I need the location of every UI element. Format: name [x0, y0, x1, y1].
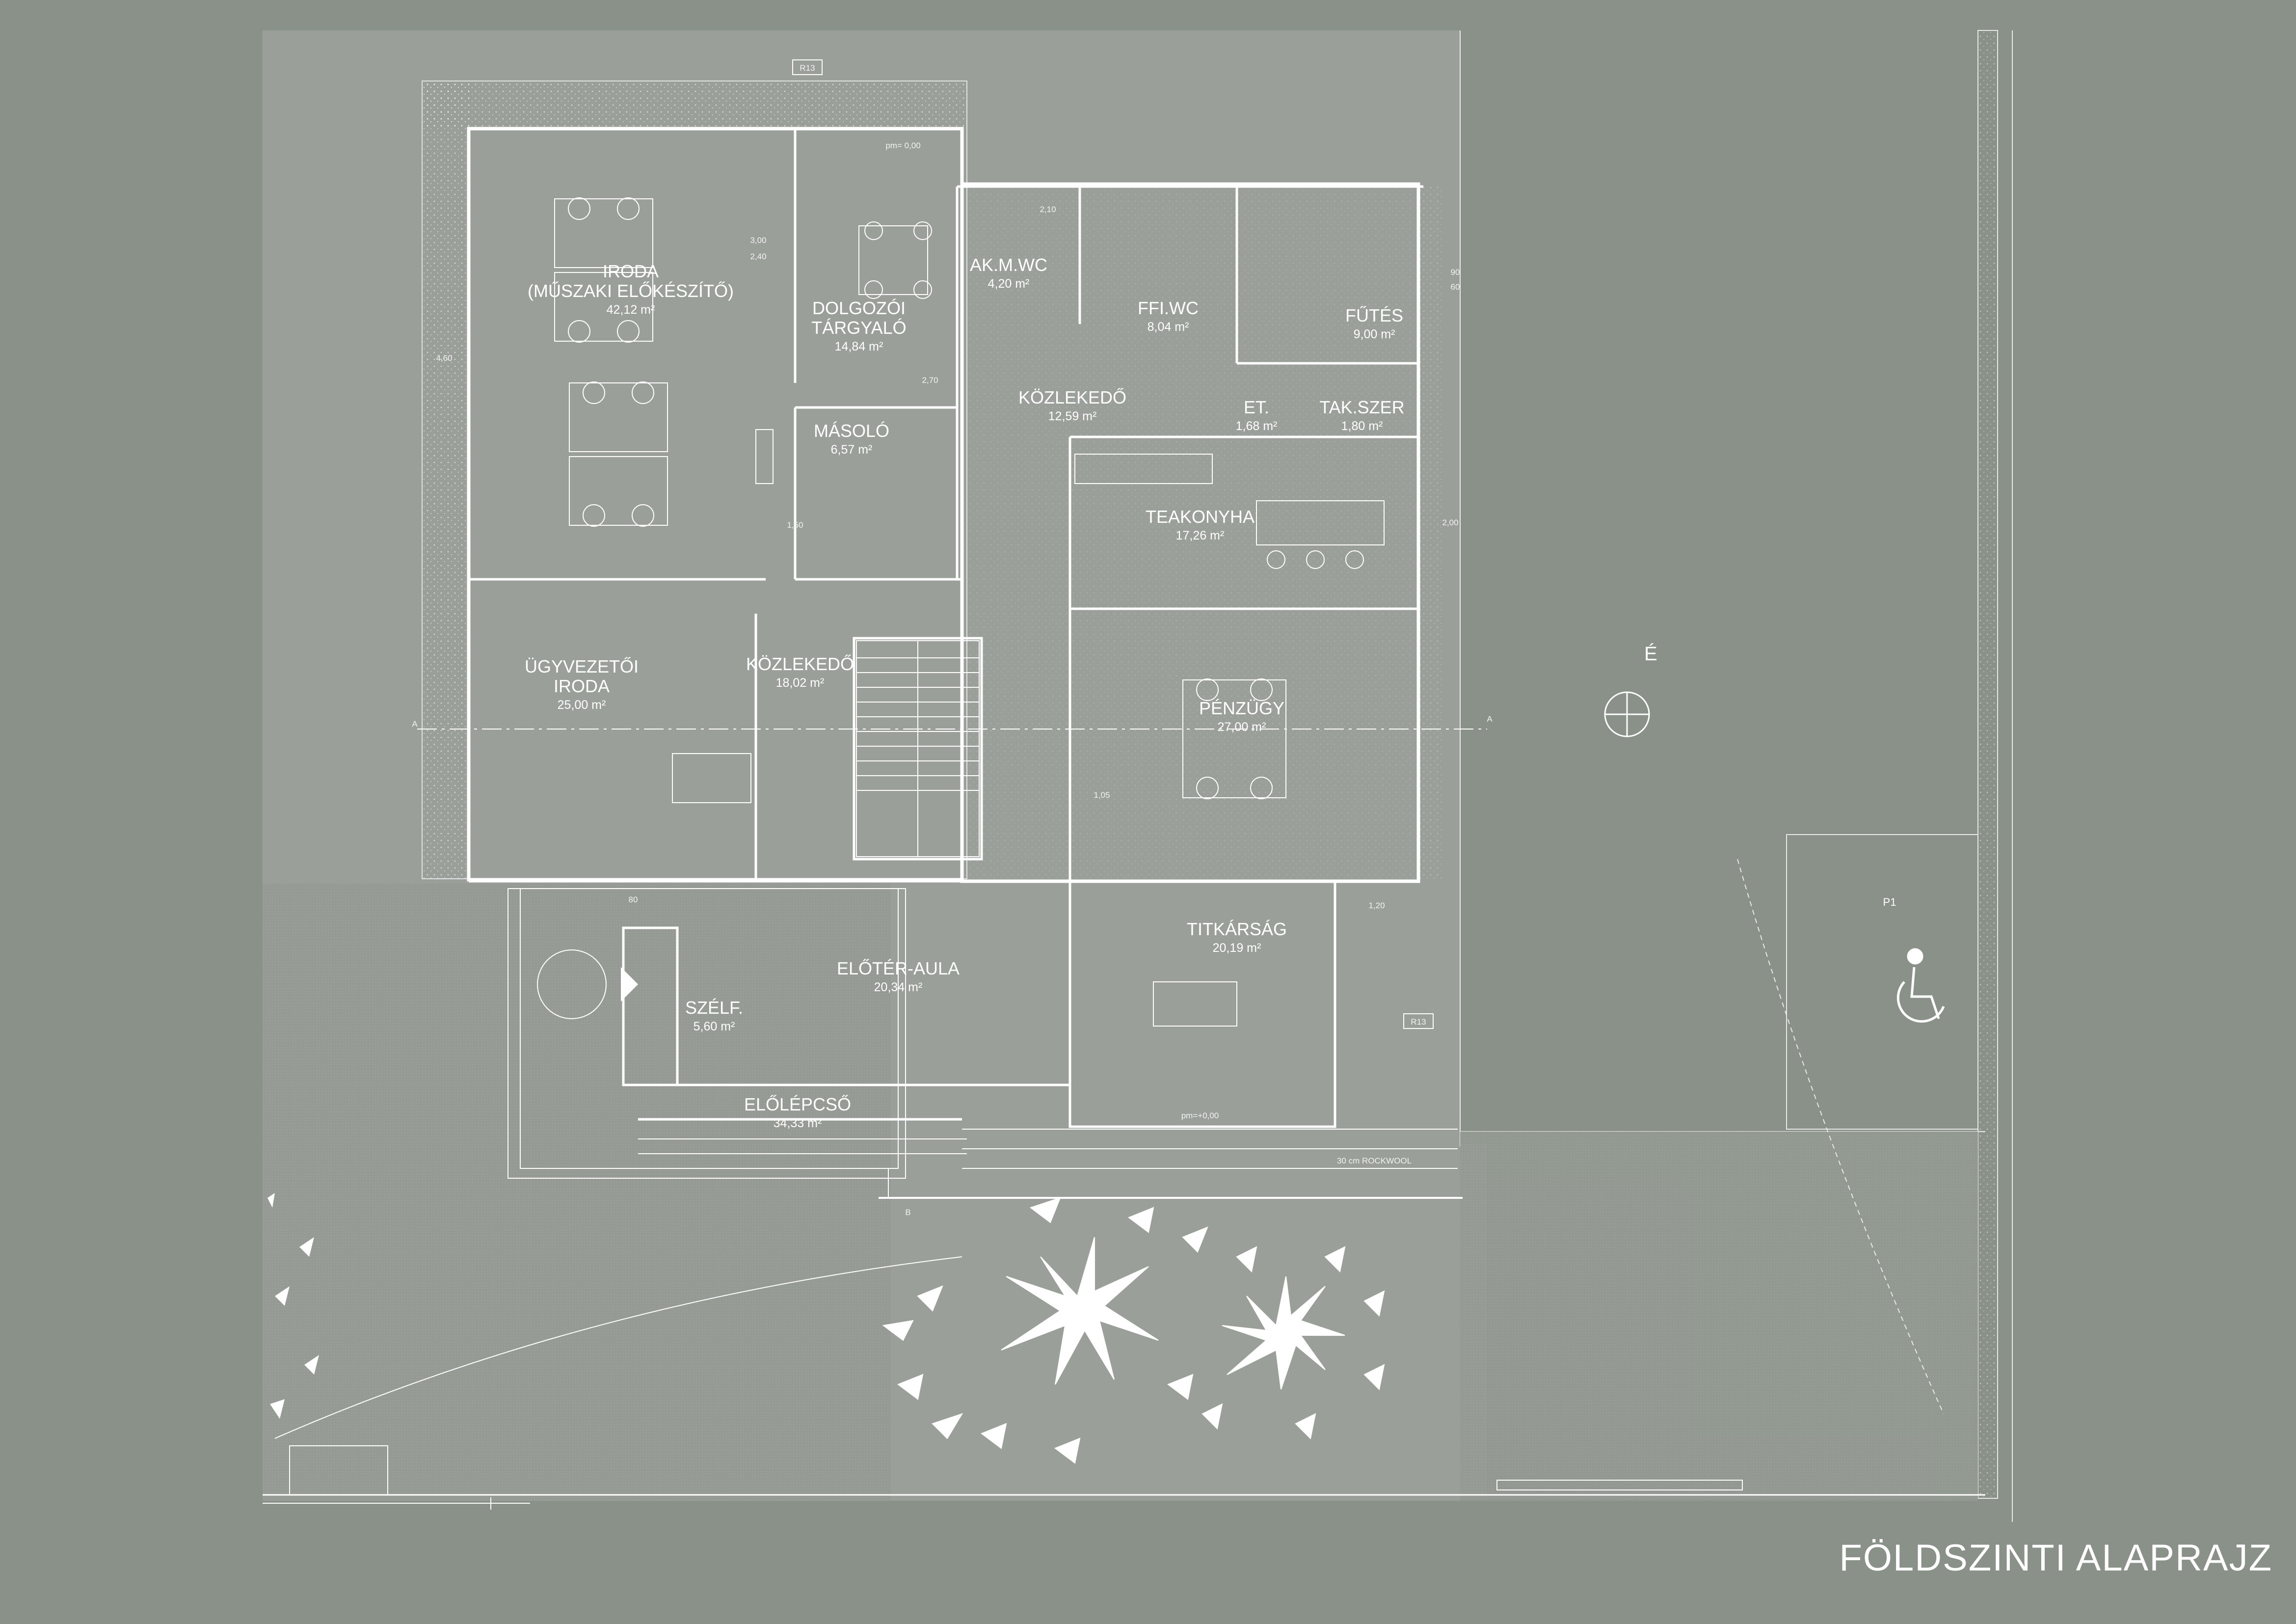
room-area: 1,68 m²: [1236, 419, 1278, 433]
svg-text:90: 90: [1451, 268, 1460, 277]
room-name: FŰTÉS: [1345, 305, 1403, 325]
furniture: [554, 198, 1385, 1027]
room-szelf: SZÉLF. 5,60 m²: [685, 998, 743, 1033]
section-a-left: A: [412, 719, 418, 729]
svg-text:60: 60: [1451, 282, 1460, 292]
room-name: TAK.SZER: [1319, 397, 1404, 417]
entrance-arrow: [621, 967, 638, 1001]
room-name: TITKÁRSÁG: [1187, 919, 1287, 939]
room-masolo: MÁSOLÓ 6,57 m²: [814, 421, 889, 457]
room-name: (MŰSZAKI ELŐKÉSZÍTŐ): [528, 281, 734, 301]
svg-text:3,00: 3,00: [750, 236, 766, 245]
entrance-gate: [289, 1445, 388, 1495]
room-name: AK.M.WC: [970, 255, 1047, 275]
room-name: SZÉLF.: [685, 998, 743, 1018]
svg-text:1,20: 1,20: [1368, 901, 1385, 910]
room-area: 20,34 m²: [874, 980, 923, 994]
staircase: [856, 640, 980, 857]
room-eloter: ELŐTÉR-AULA 20,34 m²: [837, 958, 960, 994]
room-area: 34,33 m²: [774, 1116, 822, 1130]
room-name: FFI.WC: [1138, 298, 1199, 318]
room-name: ET.: [1244, 397, 1269, 417]
svg-text:2,00: 2,00: [1442, 518, 1458, 527]
room-name: DOLGOZÓI: [812, 298, 906, 318]
room-area: 4,20 m²: [988, 277, 1030, 291]
accessible-parking-icon: [1896, 948, 1945, 1023]
tree-right: [1201, 1246, 1385, 1440]
room-et: ET. 1,68 m²: [1236, 397, 1278, 433]
room-name: PÉNZÜGY: [1199, 698, 1284, 718]
room-takszer: TAK.SZER 1,80 m²: [1319, 397, 1404, 433]
room-name: KÖZLEKEDŐ: [746, 654, 854, 674]
room-area: 14,84 m²: [835, 340, 883, 353]
room-penzugy: PÉNZÜGY 27,00 m²: [1199, 698, 1284, 734]
svg-text:80: 80: [629, 895, 638, 904]
north-arrow-icon: É: [1604, 643, 1657, 737]
room-area: 42,12 m²: [607, 303, 655, 317]
site-right: [1460, 30, 2013, 1522]
svg-text:2,10: 2,10: [1040, 205, 1056, 214]
room-name: ELŐLÉPCSŐ: [744, 1094, 851, 1114]
room-titkarsag: TITKÁRSÁG 20,19 m²: [1187, 919, 1287, 955]
room-elolepcso: ELŐLÉPCSŐ 34,33 m²: [744, 1094, 851, 1130]
dimension-texts: 3,00 2,40 2,70 2,10 90 60 1,50 1,05 2,00…: [436, 141, 1460, 1165]
room-area: 20,19 m²: [1213, 941, 1261, 955]
room-area: 8,04 m²: [1148, 320, 1189, 334]
path-curve: [274, 1256, 962, 1439]
room-area: 18,02 m²: [776, 676, 825, 690]
room-area: 5,60 m²: [694, 1020, 735, 1033]
room-area: 27,00 m²: [1218, 720, 1266, 734]
svg-text:2,70: 2,70: [922, 376, 938, 385]
shrubs-left: [267, 1193, 319, 1419]
room-akmwc: AK.M.WC 4,20 m²: [970, 255, 1047, 291]
drawing-title: FÖLDSZINTI ALAPRAJZ: [1839, 1537, 2272, 1579]
svg-text:pm=+0,00: pm=+0,00: [1181, 1111, 1219, 1120]
paved-area-right: [1460, 1144, 1487, 1497]
svg-text:2,40: 2,40: [750, 252, 766, 261]
room-area: 6,57 m²: [831, 443, 873, 457]
room-area: 9,00 m²: [1354, 327, 1395, 341]
paved-area: [263, 884, 891, 1500]
svg-text:30 cm ROCKWOOL: 30 cm ROCKWOOL: [1337, 1156, 1412, 1165]
room-name: TEAKONYHA: [1146, 507, 1255, 527]
room-name: IRODA: [554, 676, 610, 696]
room-name: KÖZLEKEDŐ: [1018, 387, 1126, 407]
building: [417, 81, 1487, 1199]
tag-r13-right: R13: [1411, 1017, 1426, 1027]
room-kozlekedo2: KÖZLEKEDŐ 18,02 m²: [746, 654, 854, 690]
svg-text:1,05: 1,05: [1094, 790, 1110, 800]
room-teakonyha: TEAKONYHA 17,26 m²: [1146, 507, 1255, 542]
room-name: MÁSOLÓ: [814, 421, 889, 441]
tag-r13-top: R13: [800, 63, 815, 73]
room-futes: FŰTÉS 9,00 m²: [1345, 305, 1403, 341]
room-name: IRODA: [603, 261, 659, 281]
room-area: 17,26 m²: [1176, 529, 1225, 542]
svg-text:É: É: [1644, 643, 1657, 665]
svg-text:pm= 0,00: pm= 0,00: [885, 141, 920, 150]
room-area: 1,80 m²: [1341, 419, 1383, 433]
room-name: ELŐTÉR-AULA: [837, 958, 960, 978]
section-a-right: A: [1487, 714, 1493, 724]
parking-label: P1: [1883, 896, 1896, 908]
svg-text:4,60: 4,60: [436, 353, 452, 363]
room-ffiwc: FFI.WC 8,04 m²: [1138, 298, 1199, 334]
room-area: 25,00 m²: [558, 698, 606, 712]
chairs: [568, 197, 1364, 799]
room-name: ÜGYVEZETŐI: [525, 656, 639, 677]
room-area: 12,59 m²: [1048, 409, 1097, 423]
bench: [1496, 1480, 1743, 1490]
section-b-left: B: [905, 1208, 910, 1217]
room-iroda: IRODA(MŰSZAKI ELŐKÉSZÍTŐ) 42,12 m²: [528, 261, 734, 317]
room-kozlekedo1: KÖZLEKEDŐ 12,59 m²: [1018, 387, 1126, 423]
svg-text:1,50: 1,50: [787, 520, 803, 530]
tree-left: [882, 1197, 1208, 1464]
room-name: TÁRGYALÓ: [811, 318, 906, 338]
